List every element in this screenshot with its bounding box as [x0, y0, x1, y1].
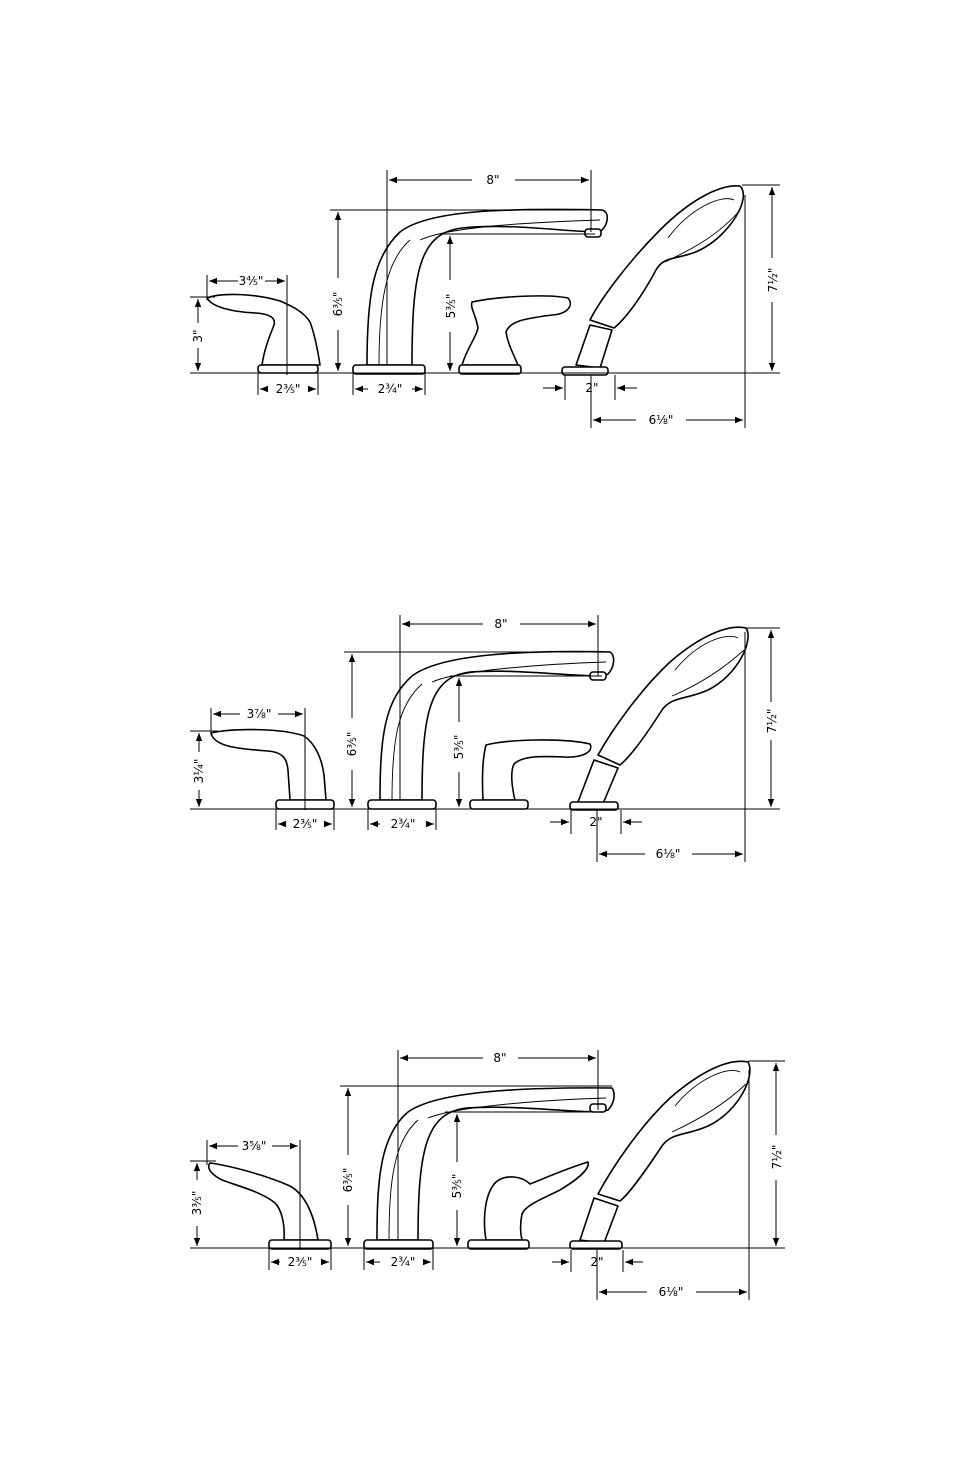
- shower-reach-label: 6⅛": [659, 1285, 684, 1299]
- shower-base-label: 2": [585, 381, 598, 395]
- shower-height-label: 7½": [766, 268, 780, 293]
- handle-2-left: [211, 730, 334, 809]
- spout-outlet-height-label: 5⅗": [444, 294, 458, 319]
- shower-base-label: 2": [590, 1255, 603, 1269]
- handle-width-label: 3⅘": [239, 274, 264, 288]
- handle-3-right: [468, 1162, 588, 1249]
- spout-height-label: 6⅗": [341, 1168, 355, 1193]
- diagram-1: 3⅘" 3" 2⅗" 6⅗" 2¾" 8" 5⅗" 7½" 2" 6⅛": [190, 170, 780, 428]
- handle-2-right: [470, 740, 591, 809]
- spout-base-label: 2¾": [378, 382, 403, 396]
- handle-width-label: 3⅞": [247, 707, 272, 721]
- spout-outlet-height-label: 5⅗": [452, 735, 466, 760]
- spout-base-label: 2¾": [391, 817, 416, 831]
- spout-height-label: 6⅗": [331, 292, 345, 317]
- handle-height-label: 3⅗": [190, 1191, 204, 1216]
- diagram-2: 3⅞" 3¼" 2⅗" 6⅗" 2¾" 8" 5⅗" 7½" 2" 6⅛": [190, 615, 780, 862]
- handle-base-label: 2⅗": [293, 817, 318, 831]
- spout-base-label: 2¾": [391, 1255, 416, 1269]
- handle-width-label: 3⅝": [242, 1139, 267, 1153]
- handle-base-label: 2⅗": [276, 382, 301, 396]
- shower-height-label: 7½": [770, 1145, 784, 1170]
- shower-base-label: 2": [589, 815, 602, 829]
- handle-height-label: 3¼": [192, 759, 206, 784]
- shower-reach-label: 6⅛": [656, 847, 681, 861]
- spout-outlet-height-label: 5⅗": [450, 1174, 464, 1199]
- handle-1-left: [207, 294, 320, 373]
- diagram-3: 3⅝" 3⅗" 2⅗" 6⅗" 2¾" 8" 5⅗" 7½" 2" 6⅛": [190, 1050, 785, 1300]
- spout-reach-label: 8": [486, 173, 499, 187]
- handle-height-label: 3": [191, 329, 205, 342]
- handle-1-right: [459, 296, 570, 374]
- shower-reach-label: 6⅛": [649, 413, 674, 427]
- spout-height-label: 6⅗": [345, 732, 359, 757]
- handle-3-left: [209, 1163, 331, 1249]
- spout-reach-label: 8": [494, 617, 507, 631]
- shower-height-label: 7½": [765, 709, 779, 734]
- spout-reach-label: 8": [493, 1051, 506, 1065]
- handle-base-label: 2⅗": [288, 1255, 313, 1269]
